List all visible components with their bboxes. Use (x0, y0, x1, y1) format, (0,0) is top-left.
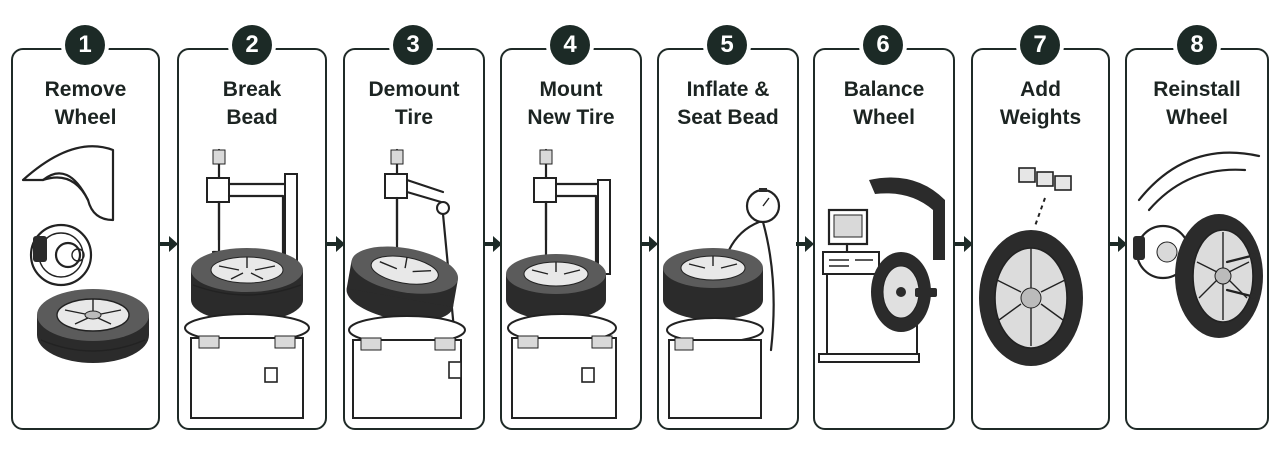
step-title: Balance Wheel (813, 76, 955, 136)
brake-rotor-icon (1133, 224, 1191, 280)
step-number-badge: 4 (550, 25, 590, 65)
step-title-line: Wheel (54, 106, 117, 129)
step-title-line: Weights (999, 106, 1082, 129)
brake-rotor-icon (29, 223, 93, 287)
tire-icon (37, 289, 149, 363)
step-title-line: Remove (44, 78, 127, 101)
step-number-badge: 5 (707, 25, 747, 65)
step-title-line: Add (1020, 78, 1061, 101)
step-title: Reinstall Wheel (1125, 76, 1269, 136)
step-title-line: Bead (226, 106, 278, 129)
right-arrow-icon (484, 236, 502, 252)
right-arrow-icon (955, 236, 973, 252)
step-title-line: Tire (394, 106, 434, 129)
tire-icon (979, 230, 1083, 366)
step-title-line: Demount (368, 78, 460, 101)
step-number-badge: 8 (1177, 25, 1217, 65)
reinstall-wheel-illustration (1133, 151, 1263, 338)
step-number-badge: 1 (65, 25, 105, 65)
right-arrow-icon (796, 236, 814, 252)
step-title-line: Balance (843, 78, 925, 101)
inflate-tire-illustration (663, 188, 781, 419)
step-title: Mount New Tire (500, 76, 642, 136)
step-title-line: Break (222, 78, 282, 101)
step-title: Inflate & Seat Bead (657, 76, 799, 136)
step-title-line: New Tire (527, 106, 615, 129)
step-title-line: Wheel (1166, 106, 1228, 129)
right-arrow-icon (1109, 236, 1127, 252)
step-title-line: Inflate & (686, 78, 770, 101)
right-arrow-icon (160, 236, 178, 252)
step-title-line: Mount (539, 78, 603, 101)
step-title-line: Seat Bead (677, 106, 779, 129)
tire-changer-icon (184, 148, 310, 419)
step-number-badge: 6 (863, 25, 903, 65)
step-title-line: Wheel (853, 106, 915, 129)
remove-wheel-illustration (21, 145, 149, 363)
pressure-gauge-icon (745, 188, 781, 224)
step-title: Add Weights (971, 76, 1110, 136)
wheel-balancer-icon (818, 177, 945, 363)
step-title: Break Bead (177, 76, 327, 136)
right-arrow-icon (640, 236, 658, 252)
step-number-badge: 2 (232, 25, 272, 65)
right-arrow-icon (327, 236, 345, 252)
step-title: Demount Tire (343, 76, 485, 136)
tire-icon (1175, 214, 1263, 338)
step-number-badge: 3 (393, 25, 433, 65)
add-weights-illustration (979, 167, 1083, 366)
step-title-line: Reinstall (1153, 78, 1241, 101)
tire-changer-icon (346, 148, 466, 419)
wheel-weight-icon (1018, 167, 1072, 191)
step-title: Remove Wheel (11, 76, 160, 136)
tire-changer-icon (506, 148, 617, 419)
step-number-badge: 7 (1020, 25, 1060, 65)
